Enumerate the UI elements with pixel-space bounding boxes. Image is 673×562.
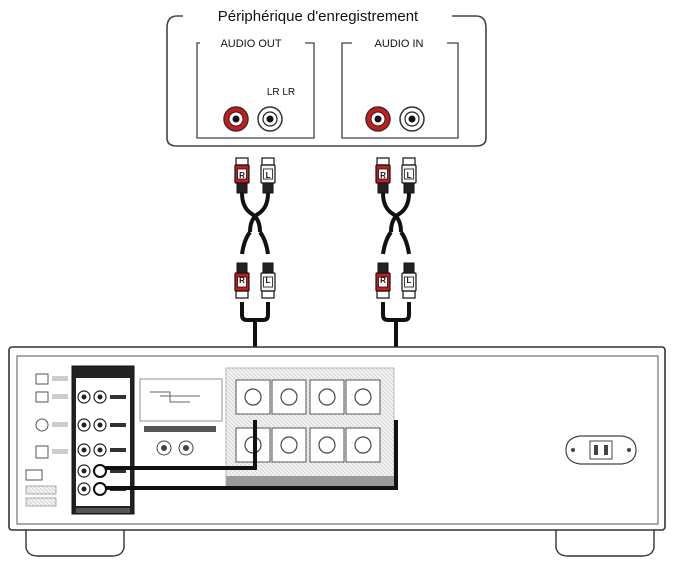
plug-out-bottom-r-label: R: [239, 276, 245, 285]
control-section: [139, 378, 223, 456]
audio-in-r-jack: [365, 106, 391, 132]
plug-in-top-l: L: [401, 157, 417, 194]
amp-rec-out-jack: [93, 464, 107, 478]
audio-out-label: AUDIO OUT: [220, 38, 281, 50]
amplifier-rear-panel: [8, 346, 666, 557]
device-title: Périphérique d'enregistrement: [218, 8, 419, 25]
recording-device: Périphérique d'enregistrement AUDIO OUT …: [166, 8, 487, 147]
plug-in-bottom-l-label: L: [407, 276, 412, 285]
cable-in-termination: [96, 420, 398, 490]
plug-in-bottom-r-label: R: [380, 276, 386, 285]
plug-out-top-l: L: [260, 157, 276, 194]
audio-out-l-jack: [257, 106, 283, 132]
right-foot: [555, 527, 655, 557]
plug-out-bottom-l-label: L: [266, 276, 271, 285]
audio-in-panel: AUDIO IN: [341, 38, 459, 139]
audio-in-l-jack: [399, 106, 425, 132]
svg-text:L: L: [266, 171, 271, 180]
plug-in-top-r: R: [375, 157, 391, 194]
digital-inputs: [25, 373, 68, 507]
amp-rec-in-jack: [93, 482, 107, 496]
plug-out-top-r: R: [234, 157, 250, 194]
audio-in-label: AUDIO IN: [375, 38, 424, 50]
svg-text:R: R: [239, 171, 245, 180]
audio-out-r-jack: [223, 106, 249, 132]
audio-out-panel: AUDIO OUT LR LR: [196, 38, 315, 139]
lr-label: LR LR: [267, 87, 295, 98]
svg-text:L: L: [407, 171, 412, 180]
svg-text:R: R: [380, 171, 386, 180]
cable-out-termination: [96, 420, 257, 470]
left-foot: [25, 527, 125, 557]
ac-inlet: [565, 435, 637, 465]
